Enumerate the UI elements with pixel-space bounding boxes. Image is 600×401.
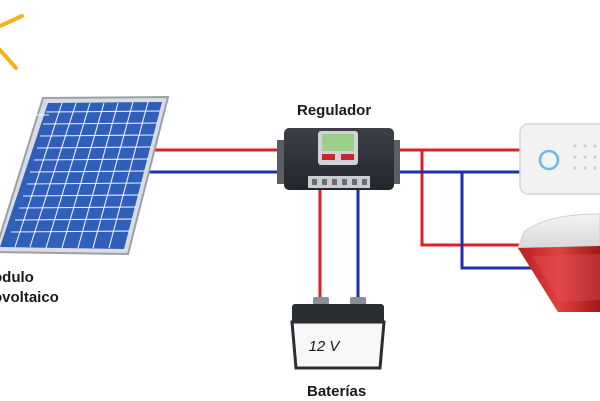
module-label-line1: ódulo [0, 269, 34, 286]
battery-icon: 12 V [290, 297, 386, 370]
solar-panel-icon [0, 95, 170, 256]
positive-wires [130, 148, 530, 306]
regulator-icon [277, 128, 400, 190]
alarm-keypad-icon [519, 123, 600, 195]
battery-voltage-label: 12 V [309, 338, 342, 355]
regulator-terminal-block [308, 176, 370, 188]
regulator-button [341, 154, 354, 160]
siren-icon [517, 213, 600, 312]
batteries-label: Baterías [307, 383, 367, 400]
sun-icon [0, 14, 24, 70]
regulator-lcd [322, 134, 354, 151]
regulator-button [322, 154, 335, 160]
regulator-label: Regulador [297, 102, 372, 119]
negative-wires [118, 170, 532, 306]
